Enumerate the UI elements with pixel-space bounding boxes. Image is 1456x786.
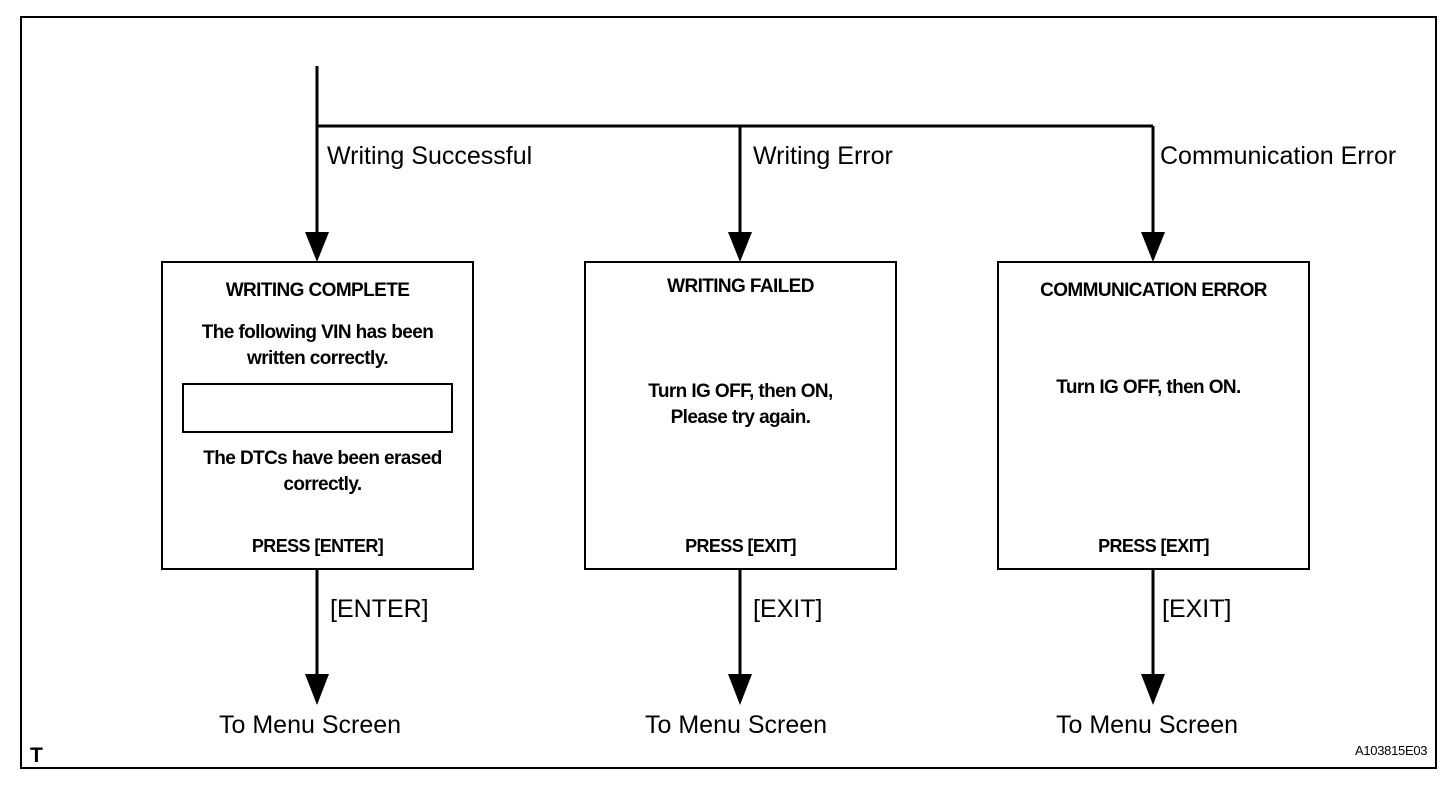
destination-menu-screen: To Menu Screen <box>219 711 402 739</box>
vin-display-field <box>182 383 453 433</box>
press-exit-prompt: PRESS [EXIT] <box>1098 536 1209 556</box>
destination-menu-screen: To Menu Screen <box>1056 711 1239 739</box>
branch-label-writing-successful: Writing Successful <box>327 142 533 170</box>
branch-label-writing-error: Writing Error <box>753 142 893 170</box>
arrowhead-menu-3 <box>1141 674 1165 705</box>
corner-mark: T <box>30 744 43 767</box>
screen-title: COMMUNICATION ERROR <box>1040 280 1267 301</box>
destination-menu-screen: To Menu Screen <box>645 711 828 739</box>
figure-id: A103815E03 <box>1355 743 1428 758</box>
screen-message-line: correctly. <box>283 474 362 495</box>
arrowhead-to-complete <box>305 232 329 262</box>
screen-message-line: Turn IG OFF, then ON, <box>648 381 833 402</box>
screen-message-line: written correctly. <box>247 348 389 369</box>
press-enter-prompt: PRESS [ENTER] <box>251 536 384 556</box>
screen-message-line: The following VIN has been <box>201 322 434 343</box>
arrowhead-to-failed <box>728 232 752 262</box>
key-label-exit: [EXIT] <box>753 595 823 623</box>
screen-message-line: The DTCs have been erased <box>203 448 442 469</box>
key-label-exit: [EXIT] <box>1162 595 1232 623</box>
screen-writing-failed: WRITING FAILED Turn IG OFF, then ON, Ple… <box>584 261 897 570</box>
arrowhead-menu-1 <box>305 674 329 705</box>
screen-message-line: Please try again. <box>670 407 811 428</box>
screen-writing-complete: WRITING COMPLETE The following VIN has b… <box>161 261 474 570</box>
press-exit-prompt: PRESS [EXIT] <box>685 536 796 556</box>
screen-title: WRITING FAILED <box>667 276 814 297</box>
screen-communication-error: COMMUNICATION ERROR Turn IG OFF, then ON… <box>997 261 1310 570</box>
diagram-frame <box>20 16 1437 769</box>
arrowhead-to-comm-error <box>1141 232 1165 262</box>
screen-title: WRITING COMPLETE <box>225 280 410 301</box>
branch-label-communication-error: Communication Error <box>1160 142 1397 170</box>
arrowhead-menu-2 <box>728 674 752 705</box>
key-label-enter: [ENTER] <box>330 595 429 623</box>
screen-message-line: Turn IG OFF, then ON. <box>1056 377 1241 398</box>
